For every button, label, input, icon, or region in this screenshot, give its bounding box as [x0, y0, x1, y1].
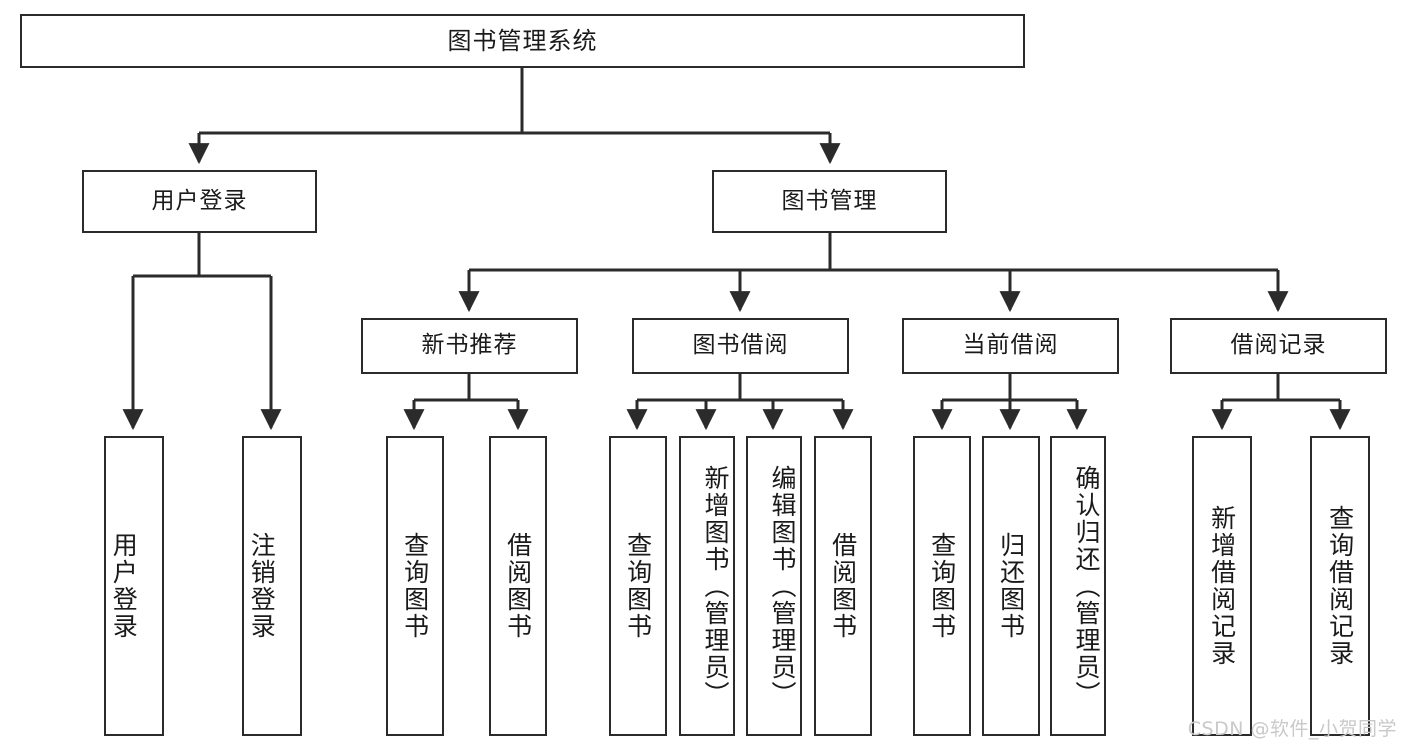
leaf-query-book-current[interactable]: 查询图书 — [913, 436, 971, 736]
node-borrow-record[interactable]: 借阅记录 — [1170, 318, 1387, 374]
leaf-add-borrow-record[interactable]: 新增借阅记录 — [1192, 436, 1252, 736]
node-book-borrow[interactable]: 图书借阅 — [632, 318, 849, 374]
leaf-user-login[interactable]: 用户登录 — [104, 436, 164, 736]
node-new-book-rec[interactable]: 新书推荐 — [361, 318, 578, 374]
leaf-return-book[interactable]: 归还图书 — [982, 436, 1040, 736]
leaf-confirm-return-admin[interactable]: 确认归还（管理员） — [1050, 436, 1106, 736]
leaf-logout-login[interactable]: 注销登录 — [242, 436, 302, 736]
leaf-add-book-admin[interactable]: 新增图书（管理员） — [679, 436, 735, 736]
watermark-text: CSDN @软件_小贺同学 — [1187, 718, 1397, 740]
leaf-query-book-rec[interactable]: 查询图书 — [386, 436, 444, 736]
leaf-query-borrow-record[interactable]: 查询借阅记录 — [1310, 436, 1370, 736]
node-root-system[interactable]: 图书管理系统 — [20, 14, 1025, 68]
leaf-query-book-borrow[interactable]: 查询图书 — [609, 436, 667, 736]
node-current-borrow[interactable]: 当前借阅 — [902, 318, 1119, 374]
node-user-login[interactable]: 用户登录 — [82, 170, 317, 233]
leaf-edit-book-admin[interactable]: 编辑图书（管理员） — [746, 436, 802, 736]
leaf-borrow-book-rec[interactable]: 借阅图书 — [489, 436, 547, 736]
leaf-borrow-book-borrow[interactable]: 借阅图书 — [814, 436, 872, 736]
node-book-manage[interactable]: 图书管理 — [712, 170, 947, 233]
